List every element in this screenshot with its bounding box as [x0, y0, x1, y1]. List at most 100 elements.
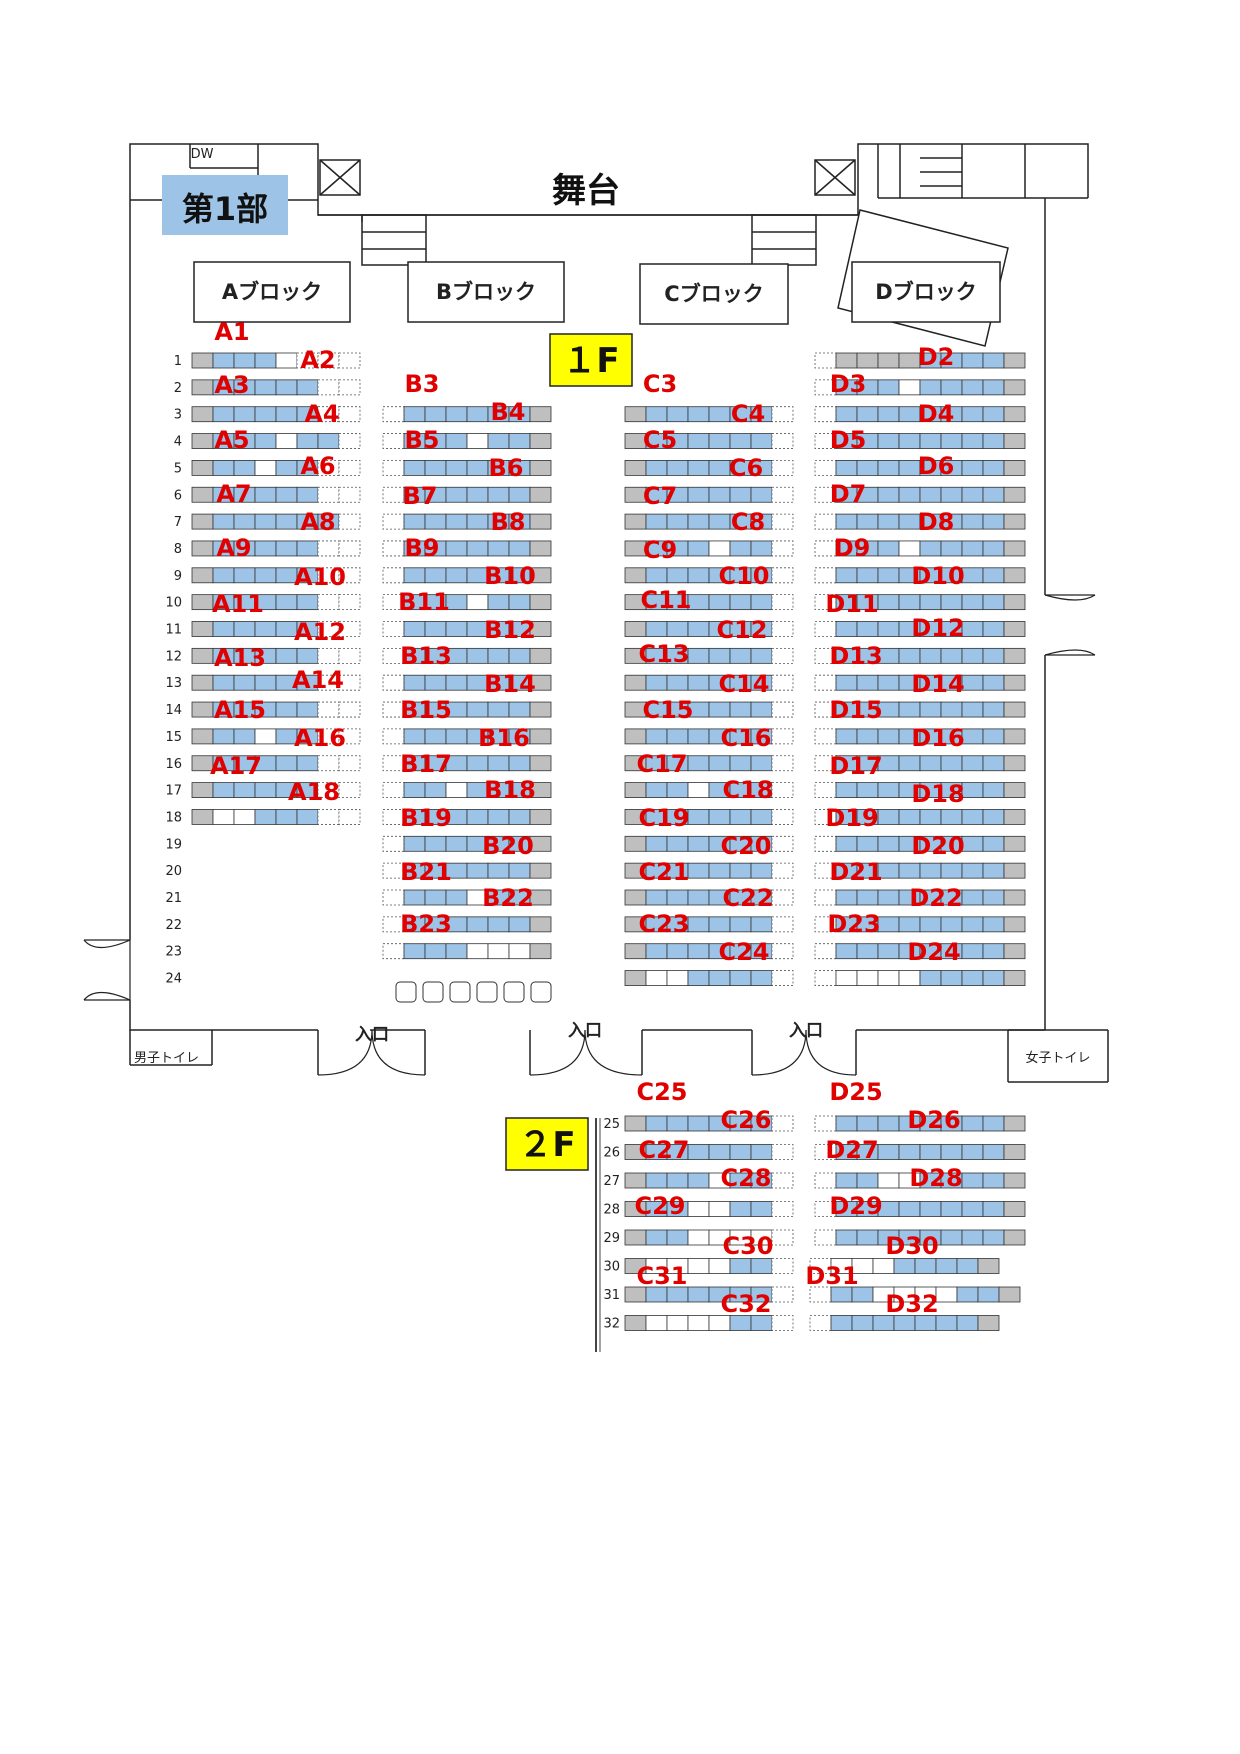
row-c-5: [624, 459, 794, 476]
seat: [898, 540, 921, 557]
seat: [645, 621, 668, 637]
seat: [935, 1286, 958, 1303]
row-c-25: [624, 1115, 794, 1132]
row-number: 9: [174, 569, 182, 584]
seat: [191, 621, 214, 637]
row-d-25: [814, 1115, 1026, 1132]
seat: [982, 433, 1005, 449]
row-b-4: [382, 433, 552, 449]
seat: [877, 728, 900, 745]
seat: [982, 889, 1005, 906]
seat: [529, 889, 552, 906]
seat: [487, 433, 510, 449]
seat: [687, 1115, 710, 1132]
seat: [835, 1172, 858, 1189]
seat-labels: A1A2A3A4A5A6A7A8A9A10A11A12A13A14A15A16A…: [210, 318, 965, 1318]
seat: [940, 1201, 963, 1217]
seat: [624, 835, 647, 852]
seat: [191, 379, 214, 396]
seat: [919, 1201, 942, 1217]
row-number: 11: [165, 623, 182, 638]
seat: [666, 621, 689, 637]
seat: [666, 1172, 689, 1189]
seat: [940, 862, 963, 879]
row-c-18: [624, 809, 794, 825]
seat: [487, 943, 510, 960]
seat: [338, 513, 361, 530]
seat: [508, 486, 531, 503]
seat: [191, 540, 214, 557]
seat: [687, 459, 710, 476]
stage-stairs: [361, 214, 817, 266]
row-a-5: [191, 459, 361, 476]
seat: [466, 406, 489, 423]
seat: [191, 352, 214, 369]
row-c-9: [624, 567, 794, 584]
row-d-11: [814, 621, 1026, 637]
seat: [856, 674, 879, 691]
row-c-22: [624, 916, 794, 933]
seat: [191, 594, 214, 611]
seat: [982, 379, 1005, 396]
seat: [961, 1229, 984, 1246]
seat: [529, 621, 552, 637]
seat-label-d19: D19: [825, 804, 878, 832]
seat: [403, 513, 426, 530]
seat: [729, 862, 752, 879]
seat: [624, 459, 647, 476]
seat-label-b17: B17: [400, 750, 452, 778]
seat: [233, 809, 256, 825]
row-c-4: [624, 433, 794, 449]
seat: [508, 943, 531, 960]
row-a-9: [191, 567, 361, 584]
seat: [814, 728, 837, 745]
seat: [961, 1172, 984, 1189]
seat: [382, 513, 405, 530]
seat: [729, 1144, 752, 1160]
seat: [403, 835, 426, 852]
seat: [382, 433, 405, 449]
seat-label-c7: C7: [643, 482, 677, 510]
row-number: 28: [603, 1203, 620, 1218]
seat: [982, 1144, 1005, 1160]
row-number: 18: [165, 810, 182, 825]
row-a-6: [191, 486, 361, 503]
seat: [317, 647, 340, 664]
seat: [961, 406, 984, 423]
seat: [977, 1315, 1000, 1331]
seat-label-c13: C13: [638, 640, 689, 668]
seat: [851, 1315, 874, 1331]
seat: [317, 809, 340, 825]
seat: [708, 916, 731, 933]
seat: [254, 406, 277, 423]
seat: [424, 459, 447, 476]
seat: [982, 1172, 1005, 1189]
seat-label-a18: A18: [288, 778, 340, 806]
seat: [998, 1286, 1021, 1303]
seat: [982, 970, 1005, 986]
row-d-12: [814, 647, 1026, 664]
seat: [898, 755, 921, 772]
seat: [445, 728, 468, 745]
seat: [529, 647, 552, 664]
seat: [403, 889, 426, 906]
seat: [893, 1258, 916, 1274]
seat: [212, 513, 235, 530]
row-b-8: [382, 540, 552, 557]
seat: [814, 889, 837, 906]
seat-label-a7: A7: [216, 480, 251, 508]
row-c-12: [624, 647, 794, 664]
seat: [940, 1229, 963, 1246]
seat: [624, 621, 647, 637]
seat: [666, 970, 689, 986]
seat: [508, 755, 531, 772]
seat: [961, 809, 984, 825]
seat: [729, 1258, 752, 1274]
seat-label-b16: B16: [478, 724, 530, 752]
seat: [961, 755, 984, 772]
row-b-21: [382, 889, 552, 906]
seat: [877, 379, 900, 396]
seat: [982, 728, 1005, 745]
seat: [1003, 755, 1026, 772]
seat-label-c29: C29: [634, 1192, 685, 1220]
